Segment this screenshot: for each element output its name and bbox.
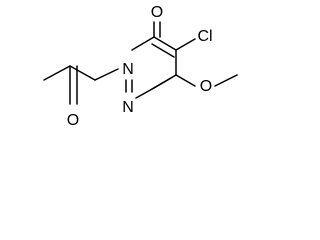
atom-label-o-ketone: O — [67, 112, 79, 129]
chemical-structure: O Cl N N O O — [43, 4, 238, 129]
bond-c5-o — [175, 74, 196, 87]
atom-label-n2: N — [122, 61, 134, 78]
bond-co-ch3 — [43, 65, 71, 81]
bond-c3-c4 — [153, 36, 177, 51]
bond-c5-c6-inner — [151, 77, 172, 90]
bond-o-ch3 — [214, 74, 238, 87]
bond-n2-ch2 — [94, 68, 119, 81]
atom-label-o-methoxy: O — [200, 78, 212, 95]
bond-n2-c3 — [131, 36, 155, 51]
bond-ch2-co — [69, 65, 96, 81]
bond-c4-cl — [175, 38, 196, 51]
atom-label-n1: N — [122, 99, 134, 116]
bonds — [43, 21, 238, 105]
bond-c6-n1 — [135, 87, 155, 99]
bond-c3-c4-inner — [151, 43, 175, 58]
atom-label-cl: Cl — [197, 28, 212, 45]
atom-labels: O Cl N N O O — [67, 4, 213, 129]
atom-label-o-carbonyl: O — [151, 4, 163, 21]
